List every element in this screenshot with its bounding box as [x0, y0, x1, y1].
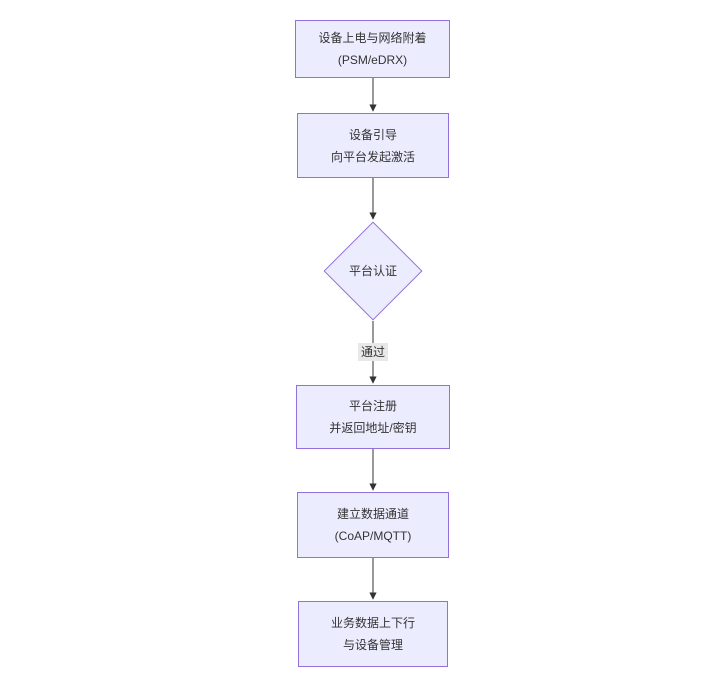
- node-text-line: 向平台发起激活: [330, 149, 415, 164]
- node-text-line: 设备上电与网络附着: [318, 31, 427, 45]
- flow-node-bootstrap: 设备引导 向平台发起激活: [297, 113, 449, 178]
- node-text-line: 并返回地址/密钥: [329, 421, 417, 435]
- edge-label-pass: 通过: [357, 343, 389, 361]
- node-text-line: 平台认证: [348, 264, 397, 278]
- node-text-line: 与设备管理: [342, 638, 403, 652]
- flow-node-power-attach: 设备上电与网络附着 (PSM/eDRX): [295, 20, 450, 78]
- decision-node-platform-auth: 平台认证: [323, 221, 423, 321]
- flow-node-data-channel: 建立数据通道 (CoAP/MQTT): [297, 492, 449, 558]
- flow-node-register: 平台注册 并返回地址/密钥: [296, 385, 450, 449]
- node-text-line: 业务数据上下行: [330, 616, 415, 630]
- node-text-line: 设备引导: [348, 127, 397, 142]
- node-text-line: (CoAP/MQTT): [334, 529, 412, 543]
- node-text-line: 平台注册: [348, 399, 397, 413]
- flow-node-business: 业务数据上下行 与设备管理: [298, 601, 448, 667]
- node-text-line: 建立数据通道: [336, 507, 409, 521]
- node-text-line: (PSM/eDRX): [337, 53, 408, 67]
